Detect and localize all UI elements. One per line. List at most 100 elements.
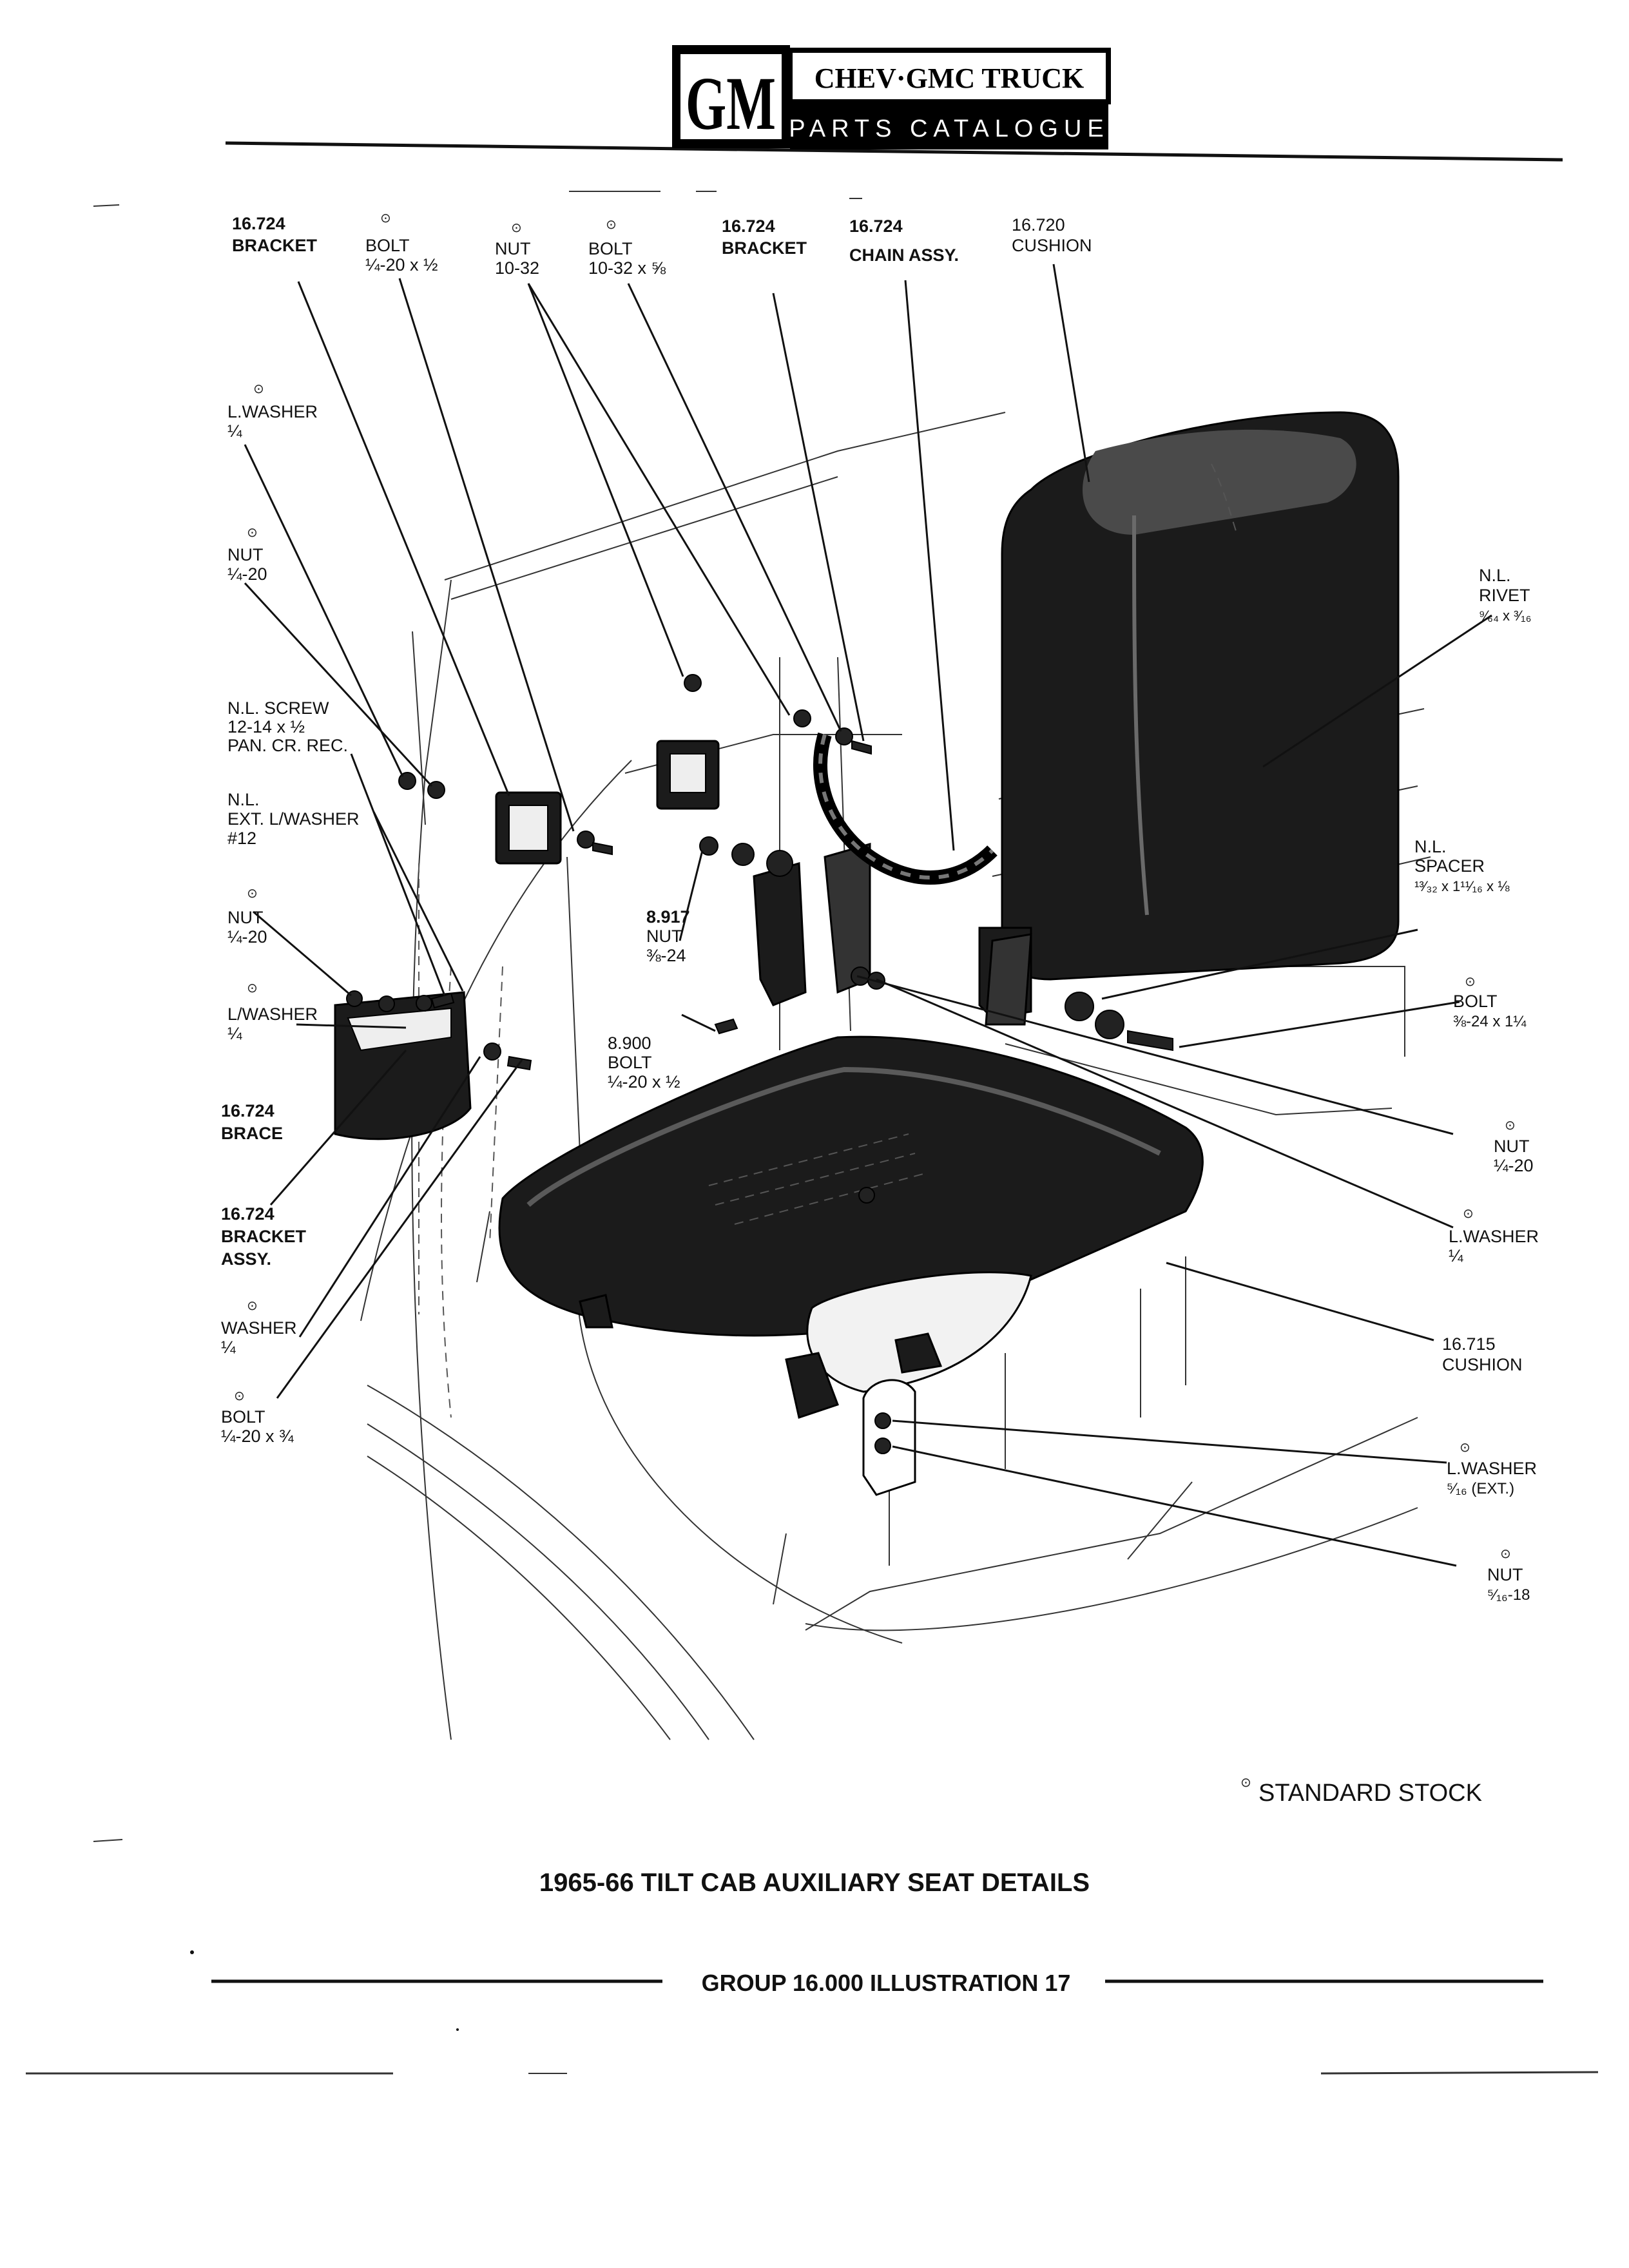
svg-text:¼-20: ¼-20 <box>1494 1156 1534 1175</box>
svg-text:⅜-24 x 1¼: ⅜-24 x 1¼ <box>1453 1013 1527 1030</box>
svg-text:L.WASHER: L.WASHER <box>227 402 318 421</box>
catalogue-header: GM CHEV·GMC TRUCK PARTS CATALOGUE <box>225 45 1563 162</box>
callout-cushion-seat: 16.715 CUSHION <box>1442 1334 1523 1374</box>
callout-bolt-center: 8.900 BOLT ¼-20 x ½ <box>608 1033 680 1091</box>
callout-lwasher-left: ⊙ L.WASHER ¼ <box>227 381 318 441</box>
svg-text:16.724: 16.724 <box>722 216 775 236</box>
svg-text:CHAIN ASSY.: CHAIN ASSY. <box>849 245 959 265</box>
callout-bracket-assy: 16.724 BRACKET ASSY. <box>221 1204 307 1269</box>
back-cushion <box>978 411 1400 1026</box>
seat-cushion <box>498 1035 1204 1496</box>
svg-text:STANDARD STOCK: STANDARD STOCK <box>1258 1780 1482 1807</box>
group-illustration: GROUP 16.000 ILLUSTRATION 17 <box>702 1970 1071 1996</box>
callout-brace: 16.724 BRACE <box>221 1101 283 1143</box>
svg-text:SPACER: SPACER <box>1414 856 1485 876</box>
svg-text:16.724: 16.724 <box>232 214 285 233</box>
svg-text:⅜-24: ⅜-24 <box>646 946 686 965</box>
gm-logo-text: GM <box>686 61 776 146</box>
svg-text:⊙: ⊙ <box>1463 1206 1474 1221</box>
svg-text:L.WASHER: L.WASHER <box>1447 1459 1537 1478</box>
svg-text:BOLT: BOLT <box>365 236 410 255</box>
svg-text:WASHER: WASHER <box>221 1318 297 1338</box>
svg-text:10-32 x ⅝: 10-32 x ⅝ <box>588 258 666 278</box>
svg-text:16.720: 16.720 <box>1012 215 1065 235</box>
svg-text:16.724: 16.724 <box>849 216 903 236</box>
svg-text:BRACKET: BRACKET <box>232 236 318 255</box>
svg-text:NUT: NUT <box>227 545 264 564</box>
callout-chain-assy: 16.724 CHAIN ASSY. <box>849 216 959 265</box>
svg-text:⊙: ⊙ <box>1240 1774 1251 1790</box>
callout-bracket-tm: 16.724 BRACKET <box>722 216 807 258</box>
svg-text:⊙: ⊙ <box>234 1388 245 1403</box>
svg-text:BOLT: BOLT <box>1453 992 1498 1011</box>
callout-spacer: N.L. SPACER ¹³⁄₃₂ x 1¹¹⁄₁₆ x ⅛ <box>1414 837 1510 894</box>
callout-lwasher-right: ⊙ L.WASHER ¼ <box>1449 1206 1539 1265</box>
callout-screw: N.L. SCREW 12-14 x ½ PAN. CR. REC. <box>227 698 348 755</box>
svg-text:16.724: 16.724 <box>221 1204 275 1224</box>
svg-text:⊙: ⊙ <box>1460 1439 1470 1455</box>
svg-text:10-32: 10-32 <box>495 258 539 278</box>
svg-text:NUT: NUT <box>646 927 682 946</box>
svg-text:⊙: ⊙ <box>253 381 264 396</box>
svg-text:BOLT: BOLT <box>608 1053 652 1072</box>
svg-text:¼: ¼ <box>221 1338 236 1357</box>
callout-cushion-back: 16.720 CUSHION <box>1012 215 1092 255</box>
svg-text:¼: ¼ <box>227 1024 242 1043</box>
leader-lines <box>244 264 1492 1567</box>
svg-text:NUT: NUT <box>495 239 531 258</box>
mount-brackets <box>334 732 998 1140</box>
svg-text:RIVET: RIVET <box>1479 586 1530 605</box>
callout-nut-right: ⊙ NUT ¼-20 <box>1494 1117 1534 1175</box>
callout-nut-top: ⊙ NUT 10-32 <box>495 220 539 278</box>
callout-bolt-top: ⊙ BOLT ¼-20 x ½ <box>365 210 438 274</box>
catalogue-line: PARTS CATALOGUE <box>789 115 1109 142</box>
svg-text:⁵⁄₁₆-18: ⁵⁄₁₆-18 <box>1487 1586 1530 1604</box>
svg-text:N.L. SCREW: N.L. SCREW <box>227 698 329 718</box>
svg-text:⊙: ⊙ <box>606 216 617 232</box>
hardware <box>346 674 1173 1454</box>
svg-text:CUSHION: CUSHION <box>1012 236 1092 255</box>
brand-line: CHEV·GMC TRUCK <box>815 62 1084 94</box>
callout-ext-washer: N.L. EXT. L/WASHER #12 <box>227 790 360 848</box>
svg-text:N.L.: N.L. <box>1414 837 1447 856</box>
svg-text:BRACKET: BRACKET <box>221 1227 307 1246</box>
svg-text:8.917: 8.917 <box>646 907 690 927</box>
svg-text:⊙: ⊙ <box>247 980 258 995</box>
svg-text:8.900: 8.900 <box>608 1033 651 1053</box>
callout-bracket-tl: 16.724 BRACKET <box>232 214 318 255</box>
svg-text:⊙: ⊙ <box>247 885 258 901</box>
svg-text:ASSY.: ASSY. <box>221 1249 271 1269</box>
callout-bolt-bottom: ⊙ BOLT ¼-20 x ¾ <box>221 1388 294 1446</box>
footer: 1965-66 TILT CAB AUXILIARY SEAT DETAILS … <box>26 1869 1599 2075</box>
callout-nut-center: 8.917 NUT ⅜-24 <box>646 907 690 965</box>
callout-rivet: N.L. RIVET ⁹⁄₆₄ x ³⁄₁₆ <box>1479 566 1531 624</box>
svg-text:EXT. L/WASHER: EXT. L/WASHER <box>227 809 360 829</box>
svg-text:16.724: 16.724 <box>221 1101 275 1120</box>
callout-nut-left2: ⊙ NUT ¼-20 <box>227 885 267 947</box>
svg-text:NUT: NUT <box>227 908 264 927</box>
callout-nut-bottom: ⊙ NUT ⁵⁄₁₆-18 <box>1487 1546 1530 1604</box>
svg-text:16.715: 16.715 <box>1442 1334 1496 1354</box>
svg-text:⊙: ⊙ <box>1500 1546 1511 1561</box>
svg-text:N.L.: N.L. <box>227 790 260 809</box>
svg-text:⊙: ⊙ <box>380 210 391 226</box>
svg-text:¼-20: ¼-20 <box>227 927 267 947</box>
callout-bolt-right: ⊙ BOLT ⅜-24 x 1¼ <box>1453 974 1527 1030</box>
svg-text:BRACE: BRACE <box>221 1124 283 1143</box>
svg-text:¹³⁄₃₂ x 1¹¹⁄₁₆ x ⅛: ¹³⁄₃₂ x 1¹¹⁄₁₆ x ⅛ <box>1414 878 1510 894</box>
callout-nut-left: ⊙ NUT ¼-20 <box>227 524 267 584</box>
svg-text:L.WASHER: L.WASHER <box>1449 1227 1539 1246</box>
svg-text:⁹⁄₆₄ x ³⁄₁₆: ⁹⁄₆₄ x ³⁄₁₆ <box>1479 608 1531 624</box>
callout-bolt-top2: ⊙ BOLT 10-32 x ⅝ <box>588 216 666 278</box>
svg-text:L/WASHER: L/WASHER <box>227 1004 318 1024</box>
svg-text:#12: #12 <box>227 829 256 848</box>
svg-text:⁵⁄₁₆ (EXT.): ⁵⁄₁₆ (EXT.) <box>1447 1480 1514 1497</box>
svg-text:¼-20 x ½: ¼-20 x ½ <box>365 255 438 274</box>
svg-text:⊙: ⊙ <box>247 524 258 540</box>
svg-text:¼: ¼ <box>227 421 242 441</box>
callout-lwasher-left2: ⊙ L/WASHER ¼ <box>227 980 318 1043</box>
svg-text:BOLT: BOLT <box>588 239 633 258</box>
svg-text:⊙: ⊙ <box>247 1298 258 1313</box>
svg-text:⊙: ⊙ <box>1505 1117 1516 1133</box>
